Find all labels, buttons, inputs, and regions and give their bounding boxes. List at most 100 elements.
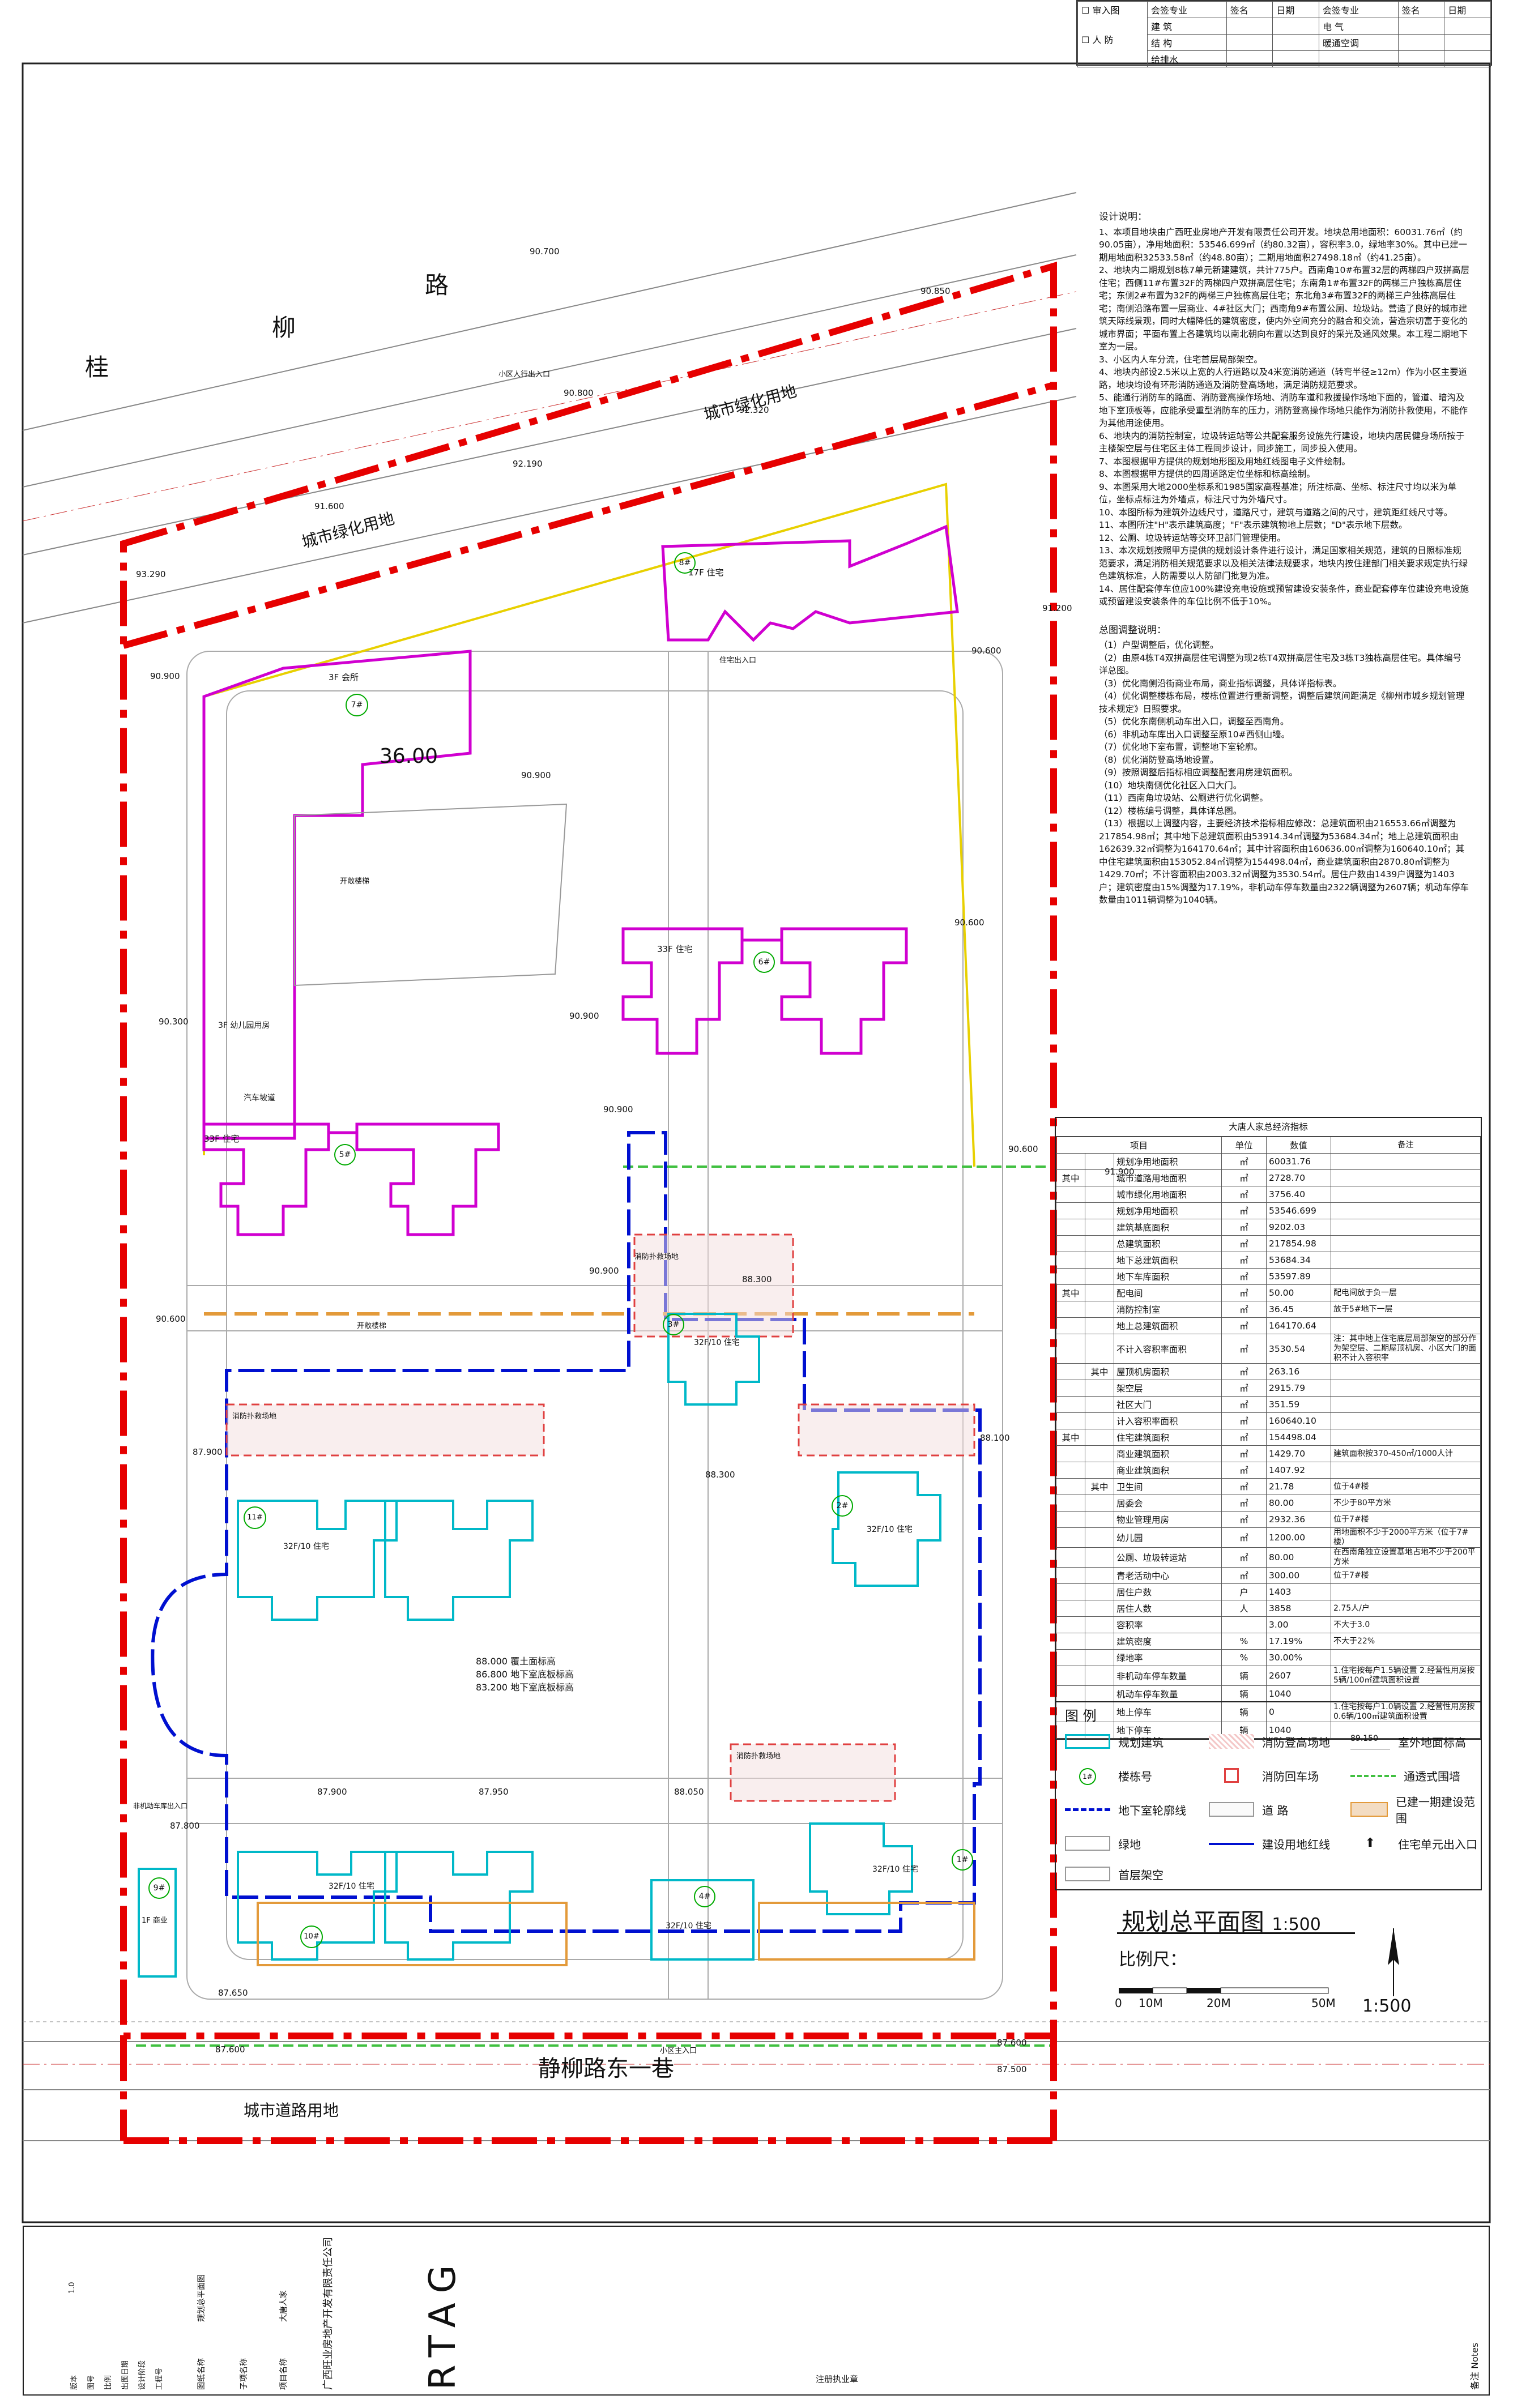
bldg-no-2-text: 2# <box>836 1501 849 1510</box>
econ-value: 1040 <box>1266 1685 1331 1702</box>
tb-field-version: 版本 <box>70 2375 79 2390</box>
legend-green: 绿地 <box>1065 1834 1141 1853</box>
building-36-label: 36.00 <box>380 745 438 768</box>
econ-unit: ㎡ <box>1221 1380 1267 1397</box>
bldg-no-6-text: 6# <box>758 958 770 967</box>
bldg-no-4: 4# <box>694 1886 715 1907</box>
econ-item-name: 地上总建筑面积 <box>1114 1317 1222 1334</box>
econ-note <box>1331 1268 1481 1285</box>
econ-note: 1.住宅按每户1.5辆设置 2.经营性用房按5辆/100㎡建筑面积设置 <box>1331 1666 1481 1686</box>
stamp-option-1[interactable]: ☐ 审入图 <box>1081 5 1120 16</box>
legend-label-basement: 地下室轮廓线 <box>1118 1803 1186 1817</box>
tb-field-date: 出图日期 <box>121 2360 130 2390</box>
bldg-label-7: 3F 会所 <box>329 672 359 682</box>
econ-level2 <box>1085 1284 1114 1301</box>
econ-level1 <box>1056 1252 1085 1269</box>
econ-note <box>1331 1462 1481 1479</box>
econ-level1: 其中 <box>1056 1284 1085 1301</box>
elev-5: 92.190 <box>513 459 543 469</box>
fire-site-label-3: 消防扑救场地 <box>736 1752 781 1761</box>
econ-note: 不大于3.0 <box>1331 1616 1481 1633</box>
transparent-fence <box>136 1165 1054 2047</box>
econ-unit: ㎡ <box>1221 1268 1267 1285</box>
econ-value: 80.00 <box>1266 1547 1331 1568</box>
econ-note: 不少于80平方米 <box>1331 1495 1481 1512</box>
econ-value: 3530.54 <box>1266 1334 1331 1364</box>
econ-unit: 户 <box>1221 1583 1267 1600</box>
stamp-option-2[interactable]: ☐ 人 防 <box>1081 35 1114 45</box>
note-item: 5、能通行消防车的路面、消防登高操作场地、消防车道和救援操作场地下面的，管道、暗… <box>1099 392 1468 428</box>
econ-level1 <box>1056 1478 1085 1495</box>
econ-item-name: 青老活动中心 <box>1114 1567 1222 1584</box>
scale-tick-20: 20M <box>1207 1996 1231 2010</box>
plan-title: 规划总平面图 1:500 <box>1122 1903 1321 1937</box>
econ-level1 <box>1056 1219 1085 1236</box>
econ-value: 1403 <box>1266 1583 1331 1600</box>
econ-level1 <box>1056 1202 1085 1219</box>
road-north-char-2: 柳 <box>272 314 296 341</box>
note-item: 4、地块内部设2.5米以上宽的人行道路以及4米宽消防通道（转弯半径≥12m）作为… <box>1099 367 1468 390</box>
econ-value: 300.00 <box>1266 1567 1331 1584</box>
econ-level1 <box>1056 1722 1085 1739</box>
note-item: 14、居住配套停车位应100%建设充电设施或预留建设安装条件，商业配套停车位建设… <box>1099 583 1469 607</box>
legend-label-building-no: 楼栋号 <box>1118 1769 1152 1783</box>
econ-unit: ㎡ <box>1221 1301 1267 1318</box>
building-6 <box>621 927 908 1055</box>
econ-level2 <box>1085 1600 1114 1617</box>
econ-value: 164170.64 <box>1266 1317 1331 1334</box>
notes-list-2: （1）户型调整后，优化调整。（2）由原4栋T4双拼高层住宅调整为现2栋T4双拼高… <box>1099 639 1470 907</box>
note-item: 7、本图根据甲方提供的规划地形图及用地红线图电子文件绘制。 <box>1099 456 1350 467</box>
scale-tick-10: 10M <box>1139 1996 1163 2010</box>
econ-level2: 其中 <box>1085 1478 1114 1495</box>
econ-level2 <box>1085 1567 1114 1584</box>
econ-title: 大唐人家总经济指标 <box>1056 1118 1481 1137</box>
elev-23: 87.800 <box>170 1821 200 1831</box>
econ-level2 <box>1085 1301 1114 1318</box>
econ-note <box>1331 1396 1481 1413</box>
note-item: 3、小区内人车分流，住宅首层局部架空。 <box>1099 354 1263 365</box>
building-7-kindergarten <box>202 650 568 1140</box>
tb-notes-label: 备注 Notes <box>1469 2342 1480 2390</box>
notes-list-1: 1、本项目地块由广西旺业房地产开发有限责任公司开发。地块总用地面积：60031.… <box>1099 226 1470 608</box>
legend-label-stilt: 首层架空 <box>1118 1868 1163 1882</box>
tb-version: 1.0 <box>68 2282 76 2294</box>
note-item: （11）西南角垃圾站、公厕进行优化调整。 <box>1099 793 1268 803</box>
garage-note-1: 88.000 覆土面标高 <box>476 1656 556 1667</box>
econ-note: 位于4#楼 <box>1331 1478 1481 1495</box>
econ-item-name: 配电间 <box>1114 1284 1222 1301</box>
legend-fire-turn: 消防回车场 <box>1209 1766 1319 1785</box>
note-item: （10）地块南侧优化社区入口大门。 <box>1099 780 1242 791</box>
econ-level2 <box>1085 1219 1114 1236</box>
econ-level1: 其中 <box>1056 1429 1085 1446</box>
entry-label-3: 小区主入口 <box>660 2047 697 2055</box>
econ-level1 <box>1056 1235 1085 1252</box>
econ-level1 <box>1056 1666 1085 1686</box>
sheet-frame <box>22 62 1491 2223</box>
legend-label-fire-site: 消防登高场地 <box>1262 1735 1330 1749</box>
building-5 <box>202 1122 500 1236</box>
legend-swatch-basement <box>1065 1808 1110 1811</box>
phase1-yellow-road <box>203 483 975 1167</box>
note-item: 10、本图所标为建筑外边线尺寸，道路尺寸，建筑与道路之间的尺寸，建筑距红线尺寸等… <box>1099 507 1453 518</box>
signoff-header-discipline-2: 会签专业 <box>1318 1 1399 18</box>
elev-14: 90.300 <box>159 1017 189 1027</box>
plan-title-text: 规划总平面图 <box>1122 1908 1265 1936</box>
legend-title: 图 例 <box>1065 1708 1097 1724</box>
bldg-label-5: 33F 住宅 <box>204 1134 240 1144</box>
legend-label-elevation: 室外地面标高 <box>1398 1735 1466 1749</box>
legend-swatch-entrance: ⬆ <box>1350 1836 1390 1851</box>
elev-3: 90.800 <box>564 388 594 398</box>
econ-value: 53546.699 <box>1266 1202 1331 1219</box>
econ-note: 1.住宅按每户1.0辆设置 2.经营性用房按0.6辆/100㎡建筑面积设置 <box>1331 1702 1481 1722</box>
econ-value: 80.00 <box>1266 1495 1331 1512</box>
scale-bar <box>1119 1987 1329 1994</box>
bldg-no-8: 8# <box>674 552 696 574</box>
note-item: 2、地块内二期规划8栋7单元新建建筑，共计775户。西南角10#布置32层的两梯… <box>1099 265 1470 352</box>
econ-note: 建筑面积按370-450㎡/1000人计 <box>1331 1445 1481 1462</box>
tb-project-name: 大唐人家 <box>279 2290 288 2322</box>
